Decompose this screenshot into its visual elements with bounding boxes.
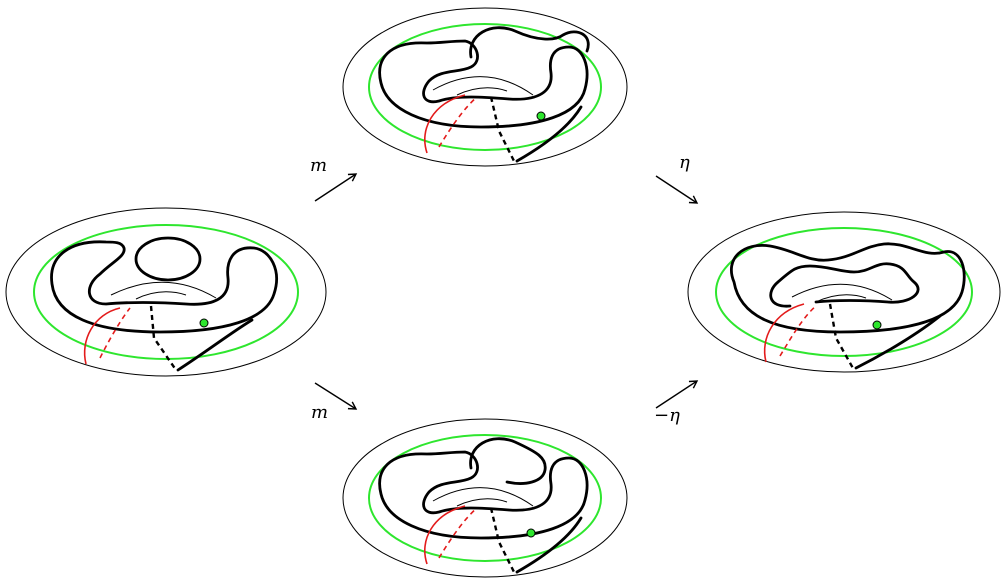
arrow-left-to-bottom bbox=[314, 382, 358, 410]
genus-hole-inner bbox=[456, 87, 508, 96]
genus-hole bbox=[110, 281, 217, 299]
knot-curve bbox=[378, 39, 589, 129]
knot-strand-bottom bbox=[515, 516, 583, 574]
arrow-top-to-right bbox=[655, 175, 699, 204]
knot-upper-loop bbox=[469, 437, 547, 485]
dashed-strand bbox=[489, 96, 517, 164]
red-curve bbox=[763, 303, 805, 363]
knot-loop bbox=[134, 236, 202, 282]
knot-strand-bottom bbox=[515, 105, 583, 163]
genus-hole bbox=[791, 283, 893, 301]
knot-curve bbox=[378, 450, 589, 540]
label-eta: η bbox=[679, 152, 690, 173]
surface-right bbox=[687, 211, 1001, 373]
red-curve-dashed bbox=[779, 305, 817, 357]
red-curve bbox=[424, 505, 466, 565]
green-curve bbox=[33, 224, 299, 360]
surface-outline bbox=[342, 7, 628, 167]
dashed-strand bbox=[828, 303, 856, 371]
surface-bottom bbox=[342, 418, 628, 578]
surface-outline bbox=[342, 418, 628, 578]
label-neg-eta: −η bbox=[654, 405, 680, 426]
marked-point bbox=[526, 528, 536, 538]
green-curve bbox=[715, 227, 973, 357]
dashed-strand bbox=[489, 507, 517, 575]
red-curve bbox=[424, 94, 466, 154]
arrow-left-to-top bbox=[314, 173, 358, 202]
arrow-bottom-to-right bbox=[655, 380, 699, 409]
knot-curve bbox=[50, 240, 278, 334]
genus-hole-inner bbox=[135, 291, 187, 300]
red-curve-dashed bbox=[438, 96, 478, 148]
genus-hole-inner bbox=[456, 498, 508, 507]
genus-hole bbox=[432, 76, 534, 96]
surface-outline bbox=[687, 211, 1001, 373]
genus-hole bbox=[432, 487, 534, 507]
red-curve-dashed bbox=[99, 307, 131, 359]
knot-strand-bottom bbox=[176, 318, 254, 372]
marked-point bbox=[536, 111, 546, 121]
red-curve-dashed bbox=[438, 507, 478, 559]
marked-point bbox=[872, 320, 882, 330]
marked-point bbox=[199, 318, 209, 328]
surface-outline bbox=[5, 207, 327, 377]
label-m-down: m bbox=[311, 402, 328, 423]
dashed-strand bbox=[149, 305, 177, 371]
knot-outer bbox=[730, 242, 966, 334]
green-curve bbox=[368, 23, 602, 151]
green-curve bbox=[368, 434, 602, 562]
label-m-up: m bbox=[310, 155, 327, 176]
surface-top bbox=[342, 7, 628, 167]
red-curve bbox=[83, 307, 121, 365]
knot-strand-bottom bbox=[854, 314, 942, 370]
knot-inner bbox=[769, 262, 920, 308]
surface-left bbox=[5, 207, 327, 377]
knot-upper-loop bbox=[469, 26, 590, 59]
